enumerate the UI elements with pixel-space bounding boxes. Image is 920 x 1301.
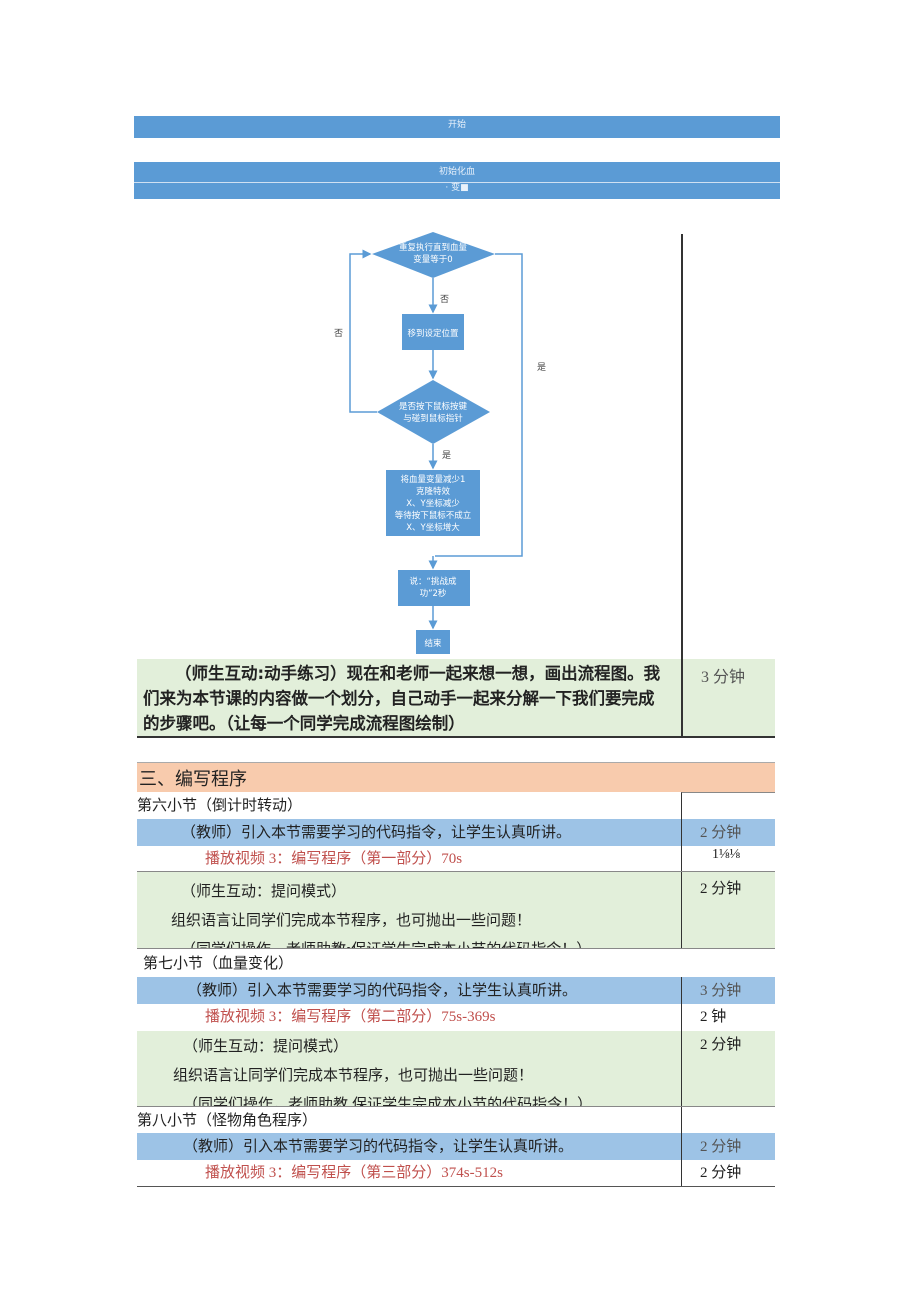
sub7-title-row: 第七小节（血量变化） xyxy=(137,948,775,977)
sub7-interact-line-3: （同学们操作，老师助教,保证学生完成本小节的代码指令！） xyxy=(183,1096,593,1106)
yes-label-right: 是 xyxy=(537,362,546,373)
sub8-teacher-row: （教师）引入本节需要学习的代码指令，让学生认真听讲。 2 分钟 xyxy=(137,1133,775,1160)
sub6-title: 第六小节（倒计时转动） xyxy=(137,797,303,814)
sub8-title-row: 第八小节（怪物角色程序） xyxy=(137,1106,775,1133)
sub6-teacher: （教师）引入本节需要学习的代码指令，让学生认真听讲。 xyxy=(181,824,572,841)
end-text: 结束 xyxy=(424,638,442,649)
sub7-video-time: 2 钟 xyxy=(681,1004,775,1031)
sub8-video-time: 2 分钟 xyxy=(681,1160,775,1186)
sub8-title: 第八小节（怪物角色程序） xyxy=(137,1112,318,1129)
section3-title: 三、编写程序 xyxy=(139,769,247,789)
sub7-teacher-row: （教师）引入本节需要学习的代码指令，让学生认真听讲。 3 分钟 xyxy=(137,977,775,1004)
loop-text-1: 重复执行直到血量 xyxy=(399,242,468,253)
yes-label-2: 是 xyxy=(442,450,451,461)
sub6-interact-line-2: 组织语言让同学们完成本节程序，也可抛出一些问题！ xyxy=(171,912,532,929)
sub6-interact-line-3: （同学们操作，老师助教•保证学生完成本小节的代码指令！） xyxy=(137,935,681,948)
interaction-line-2: 们来为本节课的内容做一个划分，自己动手一起来分解一下我们要完成 xyxy=(143,689,655,708)
flow-start-label: 开始 xyxy=(447,120,466,130)
sub6-video-time: 1⅛⅛ xyxy=(681,846,775,871)
sub7-video-row: 播放视频 3：编写程序（第二部分）75s-369s 2 钟 xyxy=(137,1004,775,1031)
action-text-5: X、Y坐标增大 xyxy=(406,522,460,533)
section3-header: 三、编写程序 xyxy=(137,762,775,792)
sub6-video: 播放视频 3：编写程序（第一部分）70s xyxy=(205,851,463,867)
sub6-teacher-time: 2 分钟 xyxy=(681,819,775,846)
interaction-line-3: 的步骤吧。（让每一个同学完成流程图绘制） xyxy=(143,714,465,733)
sub6-interact: （师生互动：提问模式） 组织语言让同学们完成本节程序，也可抛出一些问题！ （同学… xyxy=(137,872,681,948)
sub7-title: 第七小节（血量变化） xyxy=(143,955,294,972)
sub7-interact-line-2: 组织语言让同学们完成本节程序，也可抛出一些问题！ xyxy=(173,1067,534,1084)
move-box xyxy=(402,314,464,350)
interaction-row: （师生互动:动手练习）现在和老师一起来想一想，画出流程图。我 们来为本节课的内容… xyxy=(137,659,775,738)
check-diamond xyxy=(377,380,490,444)
flow-init-bar: 初始化血 · 变■ xyxy=(134,162,780,199)
interaction-line-1: （师生互动:动手练习）现在和老师一起来想一想，画出流程图。我 xyxy=(175,664,661,683)
check-text-1: 是否按下鼠标按键 xyxy=(399,401,468,412)
flow-init-label: 初始化血 xyxy=(438,167,475,177)
sub8-title-time-cell xyxy=(681,1107,775,1133)
end-box xyxy=(416,630,450,654)
sub8-video-row: 播放视频 3：编写程序（第三部分）374s-512s 2 分钟 xyxy=(137,1160,775,1187)
say-text-2: 功”2秒 xyxy=(420,588,447,599)
flowchart-diagram: 重复执行直到血量 变量等于0 否 移到设定位置 是否按下鼠标按键 与碰到鼠标指针… xyxy=(334,232,546,654)
sub7-interact-row: （师生互动：提问模式） 组织语言让同学们完成本节程序，也可抛出一些问题！ （同学… xyxy=(137,1031,775,1106)
say-text-1: 说：“挑战成 xyxy=(410,576,457,587)
sub6-teacher-row: （教师）引入本节需要学习的代码指令，让学生认真听讲。 2 分钟 xyxy=(137,819,775,846)
sub8-teacher-time: 2 分钟 xyxy=(681,1133,775,1160)
action-text-4: 等待按下鼠标不成立 xyxy=(395,510,472,521)
loop-text-2: 变量等于0 xyxy=(413,254,452,265)
sub6-interact-row: （师生互动：提问模式） 组织语言让同学们完成本节程序，也可抛出一些问题！ （同学… xyxy=(137,872,775,948)
loop-diamond xyxy=(372,232,495,278)
sub6-video-row: 播放视频 3：编写程序（第一部分）70s 1⅛⅛ xyxy=(137,846,775,872)
interaction-time: 3 分钟 xyxy=(681,659,775,736)
sub8-video: 播放视频 3：编写程序（第三部分）374s-512s xyxy=(205,1165,503,1181)
flow-init-sub: · 变■ xyxy=(134,182,780,193)
sub7-teacher-time: 3 分钟 xyxy=(681,977,775,1004)
no-label-1: 否 xyxy=(440,294,449,305)
action-text-2: 克隆特效 xyxy=(416,486,451,497)
sub6-interact-time: 2 分钟 xyxy=(681,872,775,948)
sub7-teacher: （教师）引入本节需要学习的代码指令，让学生认真听讲。 xyxy=(187,982,578,999)
sub6-title-row: 第六小节（倒计时转动） xyxy=(137,792,775,819)
sub6-interact-line-1: （师生互动：提问模式） xyxy=(181,883,347,900)
action-text-1: 将血量变量减少1 xyxy=(401,474,466,485)
no-label-2: 否 xyxy=(334,328,343,339)
sub7-video: 播放视频 3：编写程序（第二部分）75s-369s xyxy=(205,1009,496,1025)
action-text-3: X、Y坐标减少 xyxy=(406,498,460,509)
sub7-interact-time: 2 分钟 xyxy=(681,1031,775,1106)
sub8-teacher: （教师）引入本节需要学习的代码指令，让学生认真听讲。 xyxy=(183,1138,574,1155)
sub7-interact: （师生互动：提问模式） 组织语言让同学们完成本节程序，也可抛出一些问题！ （同学… xyxy=(137,1031,681,1106)
sub7-interact-line-1: （师生互动：提问模式） xyxy=(183,1038,349,1055)
action-box xyxy=(386,470,480,536)
interaction-text: （师生互动:动手练习）现在和老师一起来想一想，画出流程图。我 们来为本节课的内容… xyxy=(137,659,681,736)
flowchart-table-divider xyxy=(681,234,683,738)
say-box xyxy=(398,570,470,606)
flow-start-bar: 开始 xyxy=(134,116,780,138)
check-text-2: 与碰到鼠标指针 xyxy=(403,413,463,424)
move-text: 移到设定位置 xyxy=(407,328,459,339)
sub6-title-time-cell xyxy=(681,792,775,819)
